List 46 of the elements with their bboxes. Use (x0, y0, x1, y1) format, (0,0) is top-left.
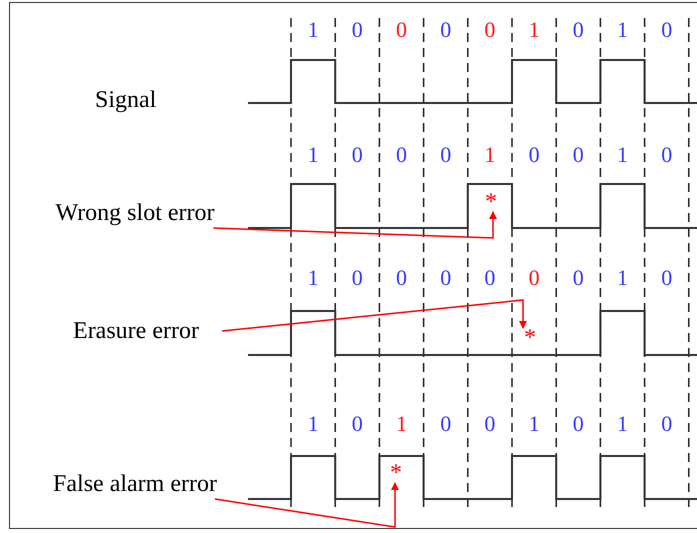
bit-value: 1 (483, 144, 496, 166)
row-label: Erasure error (50, 316, 222, 346)
bit-value: 1 (306, 413, 320, 435)
bit-value: 1 (306, 19, 320, 41)
bit-value: 1 (394, 413, 408, 435)
row-label: Signal (95, 86, 156, 114)
bit-value: 0 (660, 144, 674, 166)
bit-value: 0 (394, 19, 408, 41)
bit-value: 1 (528, 19, 541, 41)
bit-value: 1 (306, 144, 320, 166)
bit-value: 0 (439, 413, 452, 435)
bit-value: 0 (572, 413, 585, 435)
row-label: False alarm error (24, 469, 246, 499)
bit-value: 0 (660, 19, 674, 41)
bit-value: 0 (439, 19, 452, 41)
bit-value: 1 (306, 267, 320, 289)
bit-value: 0 (394, 144, 408, 166)
bit-value: 0 (660, 267, 674, 289)
row-label: Wrong slot error (26, 198, 244, 228)
bit-value: 0 (483, 413, 496, 435)
bit-value: 0 (350, 267, 364, 289)
bit-value: 0 (350, 413, 364, 435)
bit-value: 0 (572, 267, 585, 289)
bit-value: 0 (439, 267, 452, 289)
bit-value: 1 (616, 413, 629, 435)
bit-value: 1 (616, 19, 629, 41)
bit-value: 0 (572, 19, 585, 41)
bit-value: 0 (528, 144, 541, 166)
bit-value: 0 (483, 19, 496, 41)
bit-value: 0 (483, 267, 496, 289)
leader-arrow (222, 299, 527, 332)
leader-arrow (213, 211, 497, 239)
bit-value: 0 (394, 267, 408, 289)
error-marker: * (520, 328, 540, 348)
error-marker: * (386, 463, 406, 483)
bit-value: 1 (616, 144, 629, 166)
bit-value: 0 (528, 267, 541, 289)
bit-value: 1 (528, 413, 541, 435)
bit-value: 0 (439, 144, 452, 166)
bit-value: 0 (350, 19, 364, 41)
leader-arrow (214, 482, 399, 528)
bit-value: 1 (616, 267, 629, 289)
bit-value: 0 (572, 144, 585, 166)
bit-value: 0 (660, 413, 674, 435)
bit-value: 0 (350, 144, 364, 166)
error-marker: * (481, 192, 501, 212)
